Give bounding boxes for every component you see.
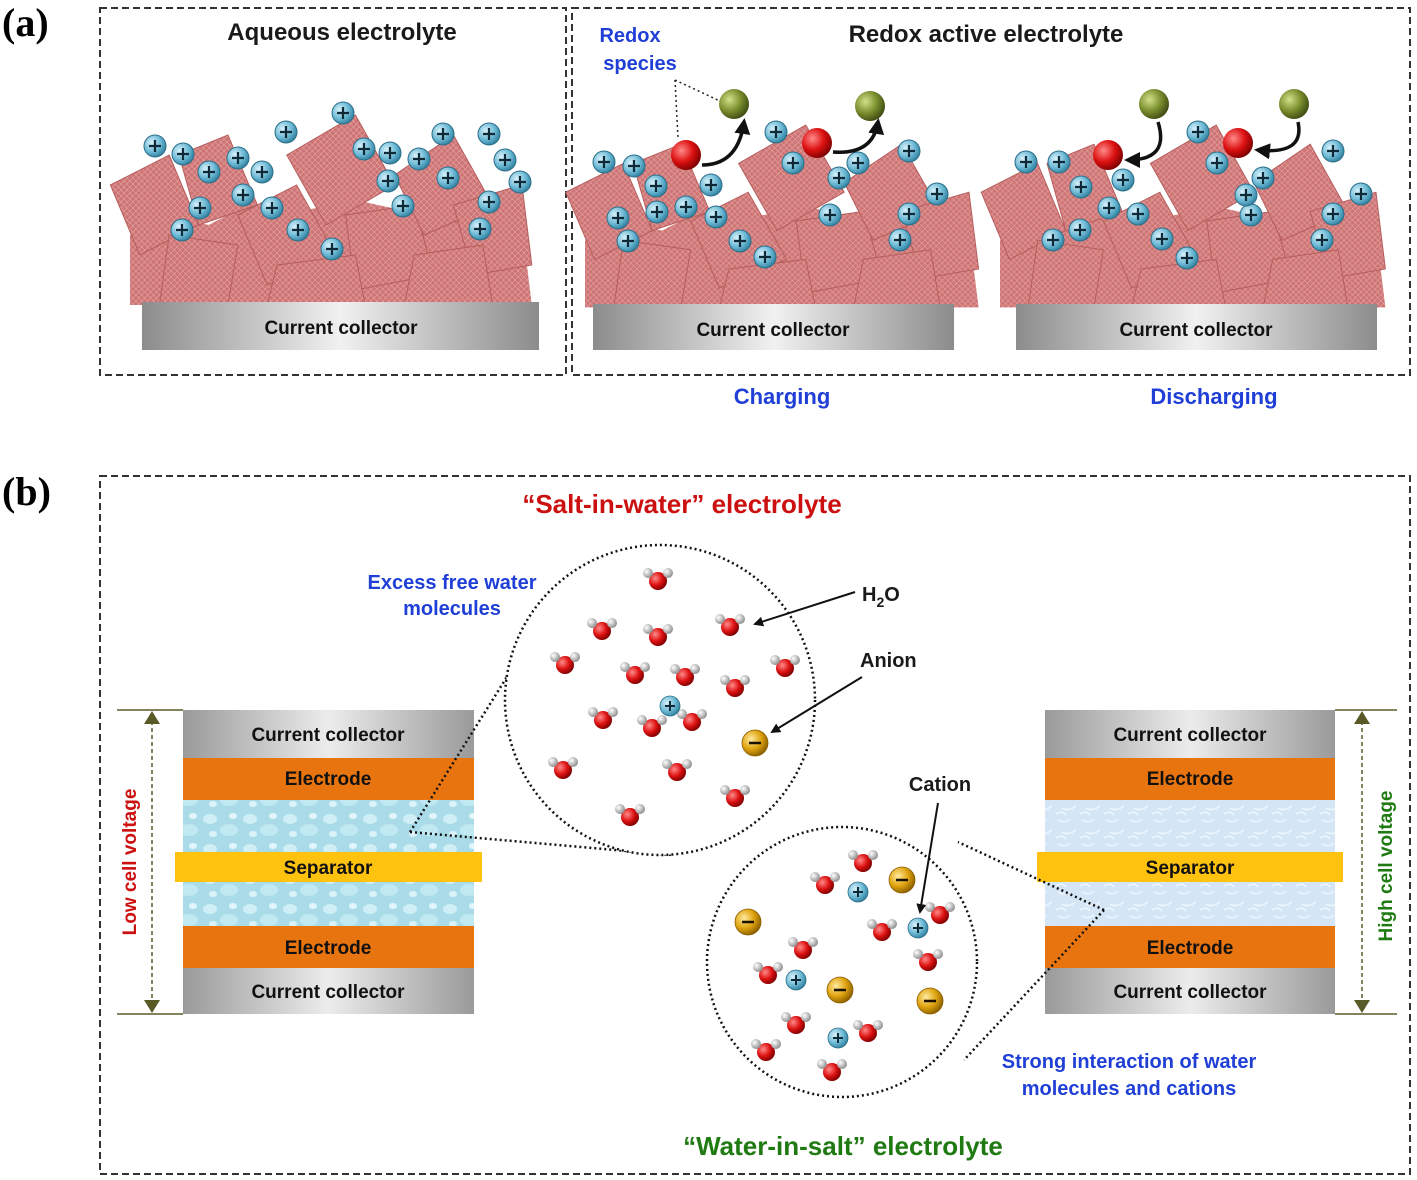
redox-title: Redox active electrolyte: [849, 21, 1124, 48]
panel-a-label: (a): [2, 0, 49, 45]
left-separator-label: Separator: [284, 858, 373, 879]
left-current-collector-top: [183, 710, 474, 758]
panel-b-frame: [99, 475, 1411, 1175]
high-cell-voltage-label: High cell voltage: [1376, 791, 1397, 942]
right-electrolyte-bottom: [1045, 882, 1335, 926]
left-electrode-bottom: [183, 926, 474, 968]
aqueous-frame: [99, 7, 567, 376]
anion-pointer: [770, 676, 863, 734]
redox-species-label-1: Redox: [599, 25, 660, 47]
left-current-collector-bottom: [183, 968, 474, 1014]
zoom-line-salt-in-water: [408, 639, 673, 857]
excess-water-label-2: molecules: [403, 598, 501, 620]
left-electrode-top: [183, 758, 474, 800]
current-collector-aqueous-label: Current collector: [264, 318, 418, 339]
high-voltage-cell: Current collector Electrode Separator El…: [1037, 710, 1343, 1014]
left-separator: [175, 852, 482, 882]
charging-label: Charging: [734, 384, 831, 409]
low-voltage-indicator: Low cell voltage: [117, 709, 183, 1015]
current-collector-discharging: [1016, 304, 1377, 350]
left-electrode-bottom-label: Electrode: [285, 938, 372, 959]
current-collector-charging: [593, 304, 954, 350]
right-electrode-top-label: Electrode: [1147, 769, 1234, 790]
strong-interaction-label-1: Strong interaction of water: [1002, 1051, 1257, 1073]
aqueous-electrode: Current collector: [109, 114, 539, 350]
left-current-collector-bottom-label: Current collector: [251, 982, 405, 1003]
panel-b-label: (b): [2, 469, 51, 514]
cation-label: Cation: [909, 774, 971, 796]
strong-interaction-label-2: molecules and cations: [1022, 1078, 1237, 1100]
left-electrolyte-bottom: [183, 882, 474, 926]
redox-species-label-2: species: [603, 53, 676, 75]
redox-species-pointer: [674, 79, 723, 139]
h2o-label-h: H: [862, 584, 876, 606]
anion-label: Anion: [860, 650, 917, 672]
high-voltage-indicator: High cell voltage: [1335, 709, 1397, 1015]
zoom-line-water-in-salt: [957, 840, 1105, 1061]
current-collector-charging-label: Current collector: [696, 320, 850, 341]
left-electrolyte-top: [183, 800, 474, 852]
discharging-label: Discharging: [1150, 384, 1277, 409]
right-separator: [1037, 852, 1343, 882]
low-voltage-cell: Current collector Electrode Separator El…: [175, 710, 482, 1014]
right-electrolyte-top: [1045, 800, 1335, 852]
current-collector-aqueous: [142, 302, 539, 350]
right-electrode-bottom: [1045, 926, 1335, 968]
left-electrode-top-label: Electrode: [285, 769, 372, 790]
right-separator-label: Separator: [1146, 858, 1235, 879]
redox-species-charging: [671, 89, 885, 170]
right-current-collector-bottom: [1045, 968, 1335, 1014]
h2o-label: H2O: [862, 584, 900, 610]
right-current-collector-top-label: Current collector: [1113, 725, 1267, 746]
excess-water-label-1: Excess free water: [367, 572, 536, 594]
right-electrode-bottom-label: Electrode: [1147, 938, 1234, 959]
aqueous-title: Aqueous electrolyte: [227, 19, 456, 46]
right-current-collector-bottom-label: Current collector: [1113, 982, 1267, 1003]
low-cell-voltage-label: Low cell voltage: [120, 789, 141, 936]
left-current-collector-top-label: Current collector: [251, 725, 405, 746]
redox-species-discharging: [1093, 89, 1309, 170]
water-in-salt-zoom: [705, 825, 979, 1099]
discharging-electrode: Current collector: [980, 124, 1386, 350]
cation-pointer: [916, 802, 939, 914]
right-current-collector-top: [1045, 710, 1335, 758]
salt-in-water-title: “Salt-in-water” electrolyte: [522, 489, 841, 519]
h2o-pointer: [753, 591, 856, 627]
h2o-label-o: O: [884, 584, 900, 606]
h2o-label-sub: 2: [876, 594, 884, 610]
salt-in-water-zoom: [503, 543, 817, 857]
water-in-salt-title: “Water-in-salt” electrolyte: [683, 1131, 1003, 1161]
right-electrode-top: [1045, 758, 1335, 800]
current-collector-discharging-label: Current collector: [1119, 320, 1273, 341]
charging-electrode: Current collector: [565, 124, 980, 350]
